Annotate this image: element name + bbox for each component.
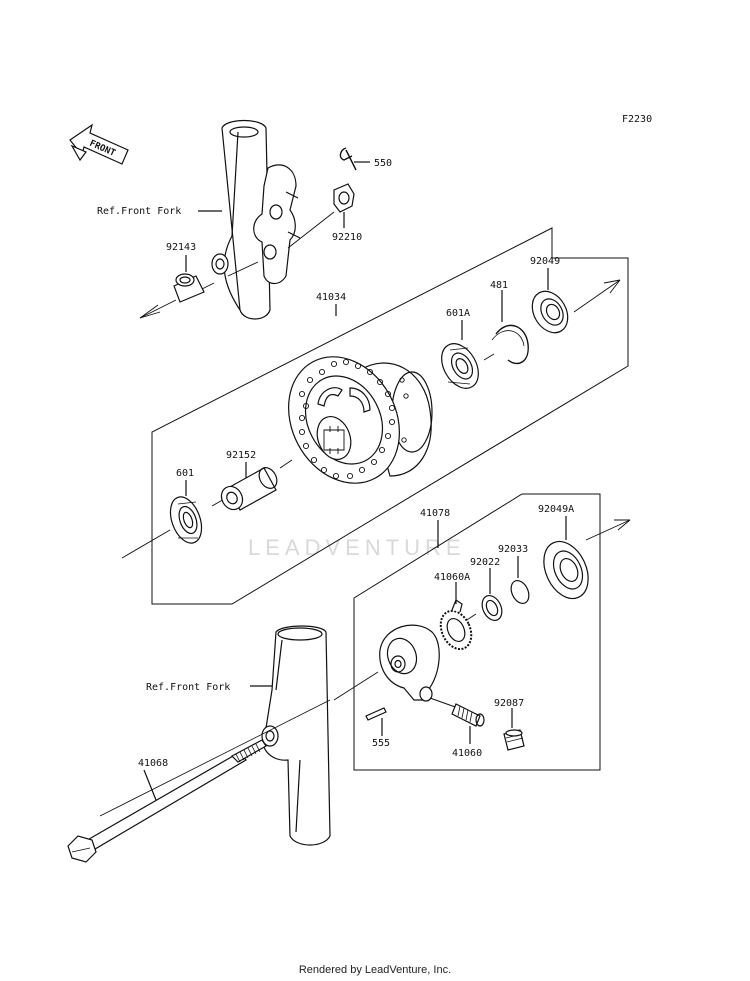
part-label-92049: 92049 [530,256,560,267]
part-label-92210: 92210 [332,232,362,243]
front-arrow-icon: FRONT [69,123,129,165]
axle-41068 [67,739,267,863]
meter-pinion-41060 [429,697,485,727]
footer-credit: Rendered by LeadVenture, Inc. [298,964,452,976]
hub-assembly-frame [151,227,629,605]
oil-seal-92049 [531,290,569,334]
bearing-601 [169,496,203,544]
circlip-92033 [510,580,530,604]
part-label-601A: 601A [446,308,470,319]
part-label-92033: 92033 [498,544,528,555]
part-label-550: 550 [374,158,392,169]
part-label-92152: 92152 [226,450,256,461]
part-label-92143: 92143 [166,242,196,253]
part-label-41060A: 41060A [434,572,470,583]
sleeve-92152 [220,467,278,511]
bushing-92087 [503,729,525,751]
ref-front-fork-upper: Ref.Front Fork [97,206,181,217]
circlip-481 [491,324,529,365]
part-label-41068: 41068 [138,758,168,769]
front-fork-lower [261,625,331,846]
part-label-555: 555 [372,738,390,749]
part-label-92049A: 92049A [538,504,574,515]
front-fork-upper [211,119,301,320]
diagram-code: F2230 [622,114,652,125]
cotter-pin-550 [339,147,357,171]
pin-555 [365,707,387,721]
part-label-92022: 92022 [470,557,500,568]
collar-92143 [173,273,205,303]
bearing-601A [441,343,479,389]
front-hub-41034 [288,356,433,484]
axle-nut-92210 [333,183,355,213]
meter-gear-housing [379,624,440,702]
part-label-41034: 41034 [316,292,346,303]
part-label-481: 481 [490,280,508,291]
oil-seal-92049A [543,540,589,600]
washer-92022 [481,595,503,621]
meter-gear-41060A [439,599,473,651]
watermark: LEADVENTURE [248,535,466,560]
ref-front-fork-lower: Ref.Front Fork [146,682,230,693]
meter-assembly-frame [353,493,601,771]
part-label-41078: 41078 [420,508,450,519]
part-label-41060: 41060 [452,748,482,759]
part-label-92087: 92087 [494,698,524,709]
part-label-601: 601 [176,468,194,479]
